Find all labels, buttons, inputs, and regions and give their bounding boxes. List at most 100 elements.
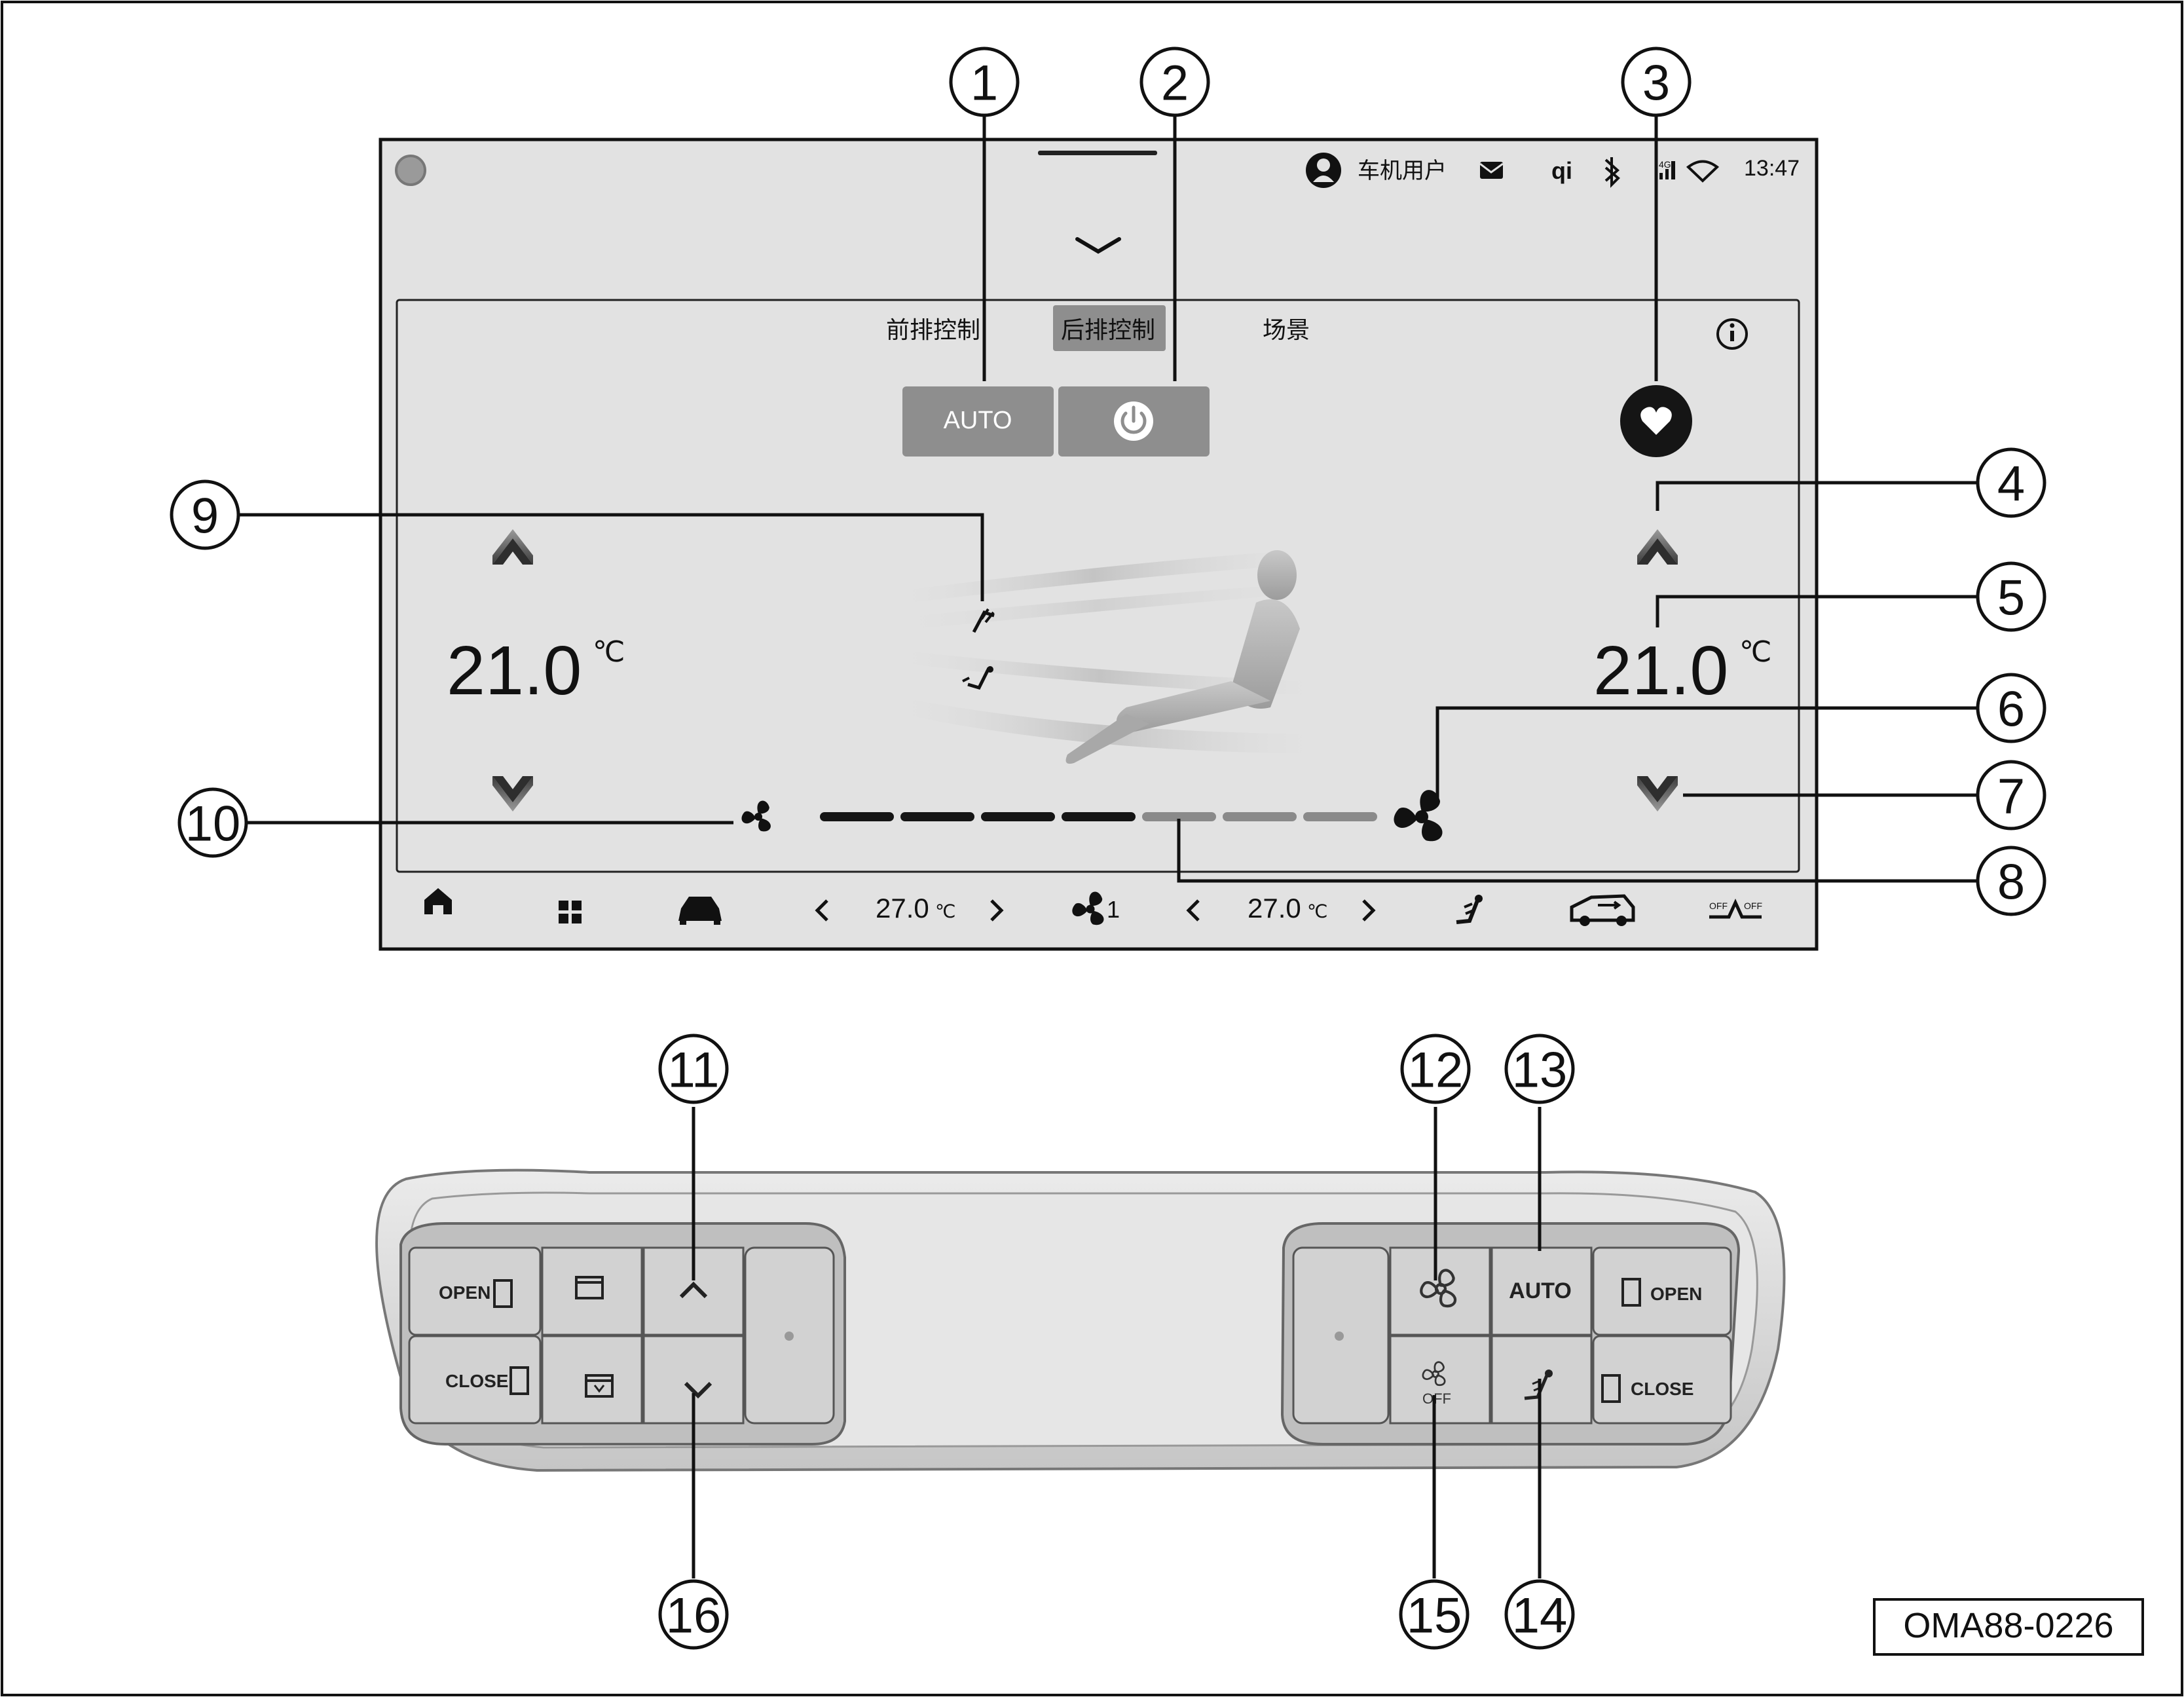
right-temp-unit: ℃ [1739,636,1771,668]
leader-6 [1435,706,1978,804]
leader-4 [1656,481,1978,511]
svg-text:6: 6 [1997,682,2025,737]
auto-button[interactable] [902,386,1054,457]
fan-level-bar[interactable] [820,812,1377,821]
callout-leaders [239,115,1978,1578]
right-temp-increase-chevron-icon[interactable] [1362,899,1376,922]
wifi-icon [1686,160,1720,183]
left-temp-decrease-chevron-icon[interactable] [815,899,828,922]
collapse-chevron-icon[interactable] [1075,237,1121,254]
callout-5: 5 [1976,561,2046,632]
user-label[interactable]: 车机用户 [1358,159,1447,183]
svg-text:1: 1 [971,56,998,111]
svg-text:15: 15 [1407,1588,1462,1644]
left-temp-down-button[interactable] [492,776,533,811]
callout-12: 12 [1400,1034,1471,1104]
svg-text:qi: qi [1551,157,1572,184]
callout-11: 11 [658,1034,729,1104]
dock-right-temp: 27.0 [1248,893,1301,923]
svg-text:8: 8 [1997,855,2025,910]
message-icon[interactable] [1479,162,1504,179]
callout-3: 3 [1621,47,1692,117]
right-temp-decrease-chevron-icon[interactable] [1186,899,1200,922]
callout-6: 6 [1976,673,2046,743]
left-temp-increase-chevron-icon[interactable] [990,899,1004,922]
tab-front[interactable]: 前排控制 [886,316,980,343]
bluetooth-icon [1604,157,1620,188]
recirculation-car-icon[interactable] [1570,894,1635,926]
drag-handle[interactable] [1038,151,1157,155]
svg-text:14: 14 [1512,1588,1568,1644]
right-close-door-icon [1601,1374,1621,1403]
callout-14: 14 [1504,1579,1575,1650]
dock-right-temp-unit: ℃ [1307,901,1327,922]
air-direction-button[interactable] [1490,1335,1593,1425]
info-icon[interactable] [1716,318,1748,350]
apps-grid-icon[interactable] [559,901,582,923]
callout-9: 9 [170,479,240,550]
callout-10: 10 [177,787,248,858]
left-open-button[interactable] [408,1246,542,1336]
callout-15: 15 [1399,1579,1470,1650]
signal-icon: 4G [1659,159,1675,179]
airflow-seat-illustration [884,550,1316,764]
left-close-button[interactable] [408,1335,542,1425]
tab-rear[interactable]: 后排控制 [1061,316,1155,343]
fan-button[interactable] [1389,1246,1491,1336]
svg-text:12: 12 [1408,1043,1464,1098]
left-close-label: CLOSE [445,1371,508,1391]
dock-fan-speed: 1 [1107,896,1120,923]
right-open-label: OPEN [1650,1284,1702,1304]
defrost-off-icon[interactable]: OFF OFF [1709,898,1762,919]
home-icon[interactable] [424,888,452,914]
left-close-door-icon [509,1366,529,1395]
right-close-button[interactable] [1592,1335,1732,1425]
left-temp-unit: ℃ [593,636,625,668]
clock: 13:47 [1744,156,1800,181]
left-light-indicator [785,1332,794,1341]
lower-vent-icon[interactable] [962,666,993,690]
fan-level-segment[interactable] [1062,812,1136,821]
heart-icon [1640,407,1672,435]
svg-text:7: 7 [1997,769,2025,825]
favorite-button[interactable] [1620,385,1692,457]
right-temp-down-button[interactable] [1637,776,1678,811]
seat-vent-icon[interactable] [1456,895,1483,924]
right-open-button[interactable] [1592,1246,1732,1336]
left-open-label: OPEN [439,1282,490,1303]
control-panel [396,299,1800,873]
camera-dot [395,155,426,186]
sunshade-up-button[interactable] [541,1246,643,1336]
fan-level-segment[interactable] [900,812,974,821]
right-open-door-icon [1621,1278,1641,1307]
dock: 27.0 ℃ 1 27.0 ℃ OFF OFF [424,888,1762,929]
right-temp-up-button[interactable] [1637,529,1678,565]
panel-auto-button[interactable] [1490,1246,1593,1336]
tab-scene[interactable]: 场景 [1263,316,1310,343]
car-icon[interactable] [678,897,722,925]
right-light-indicator [1335,1332,1344,1341]
fan-level-segment[interactable] [820,812,894,821]
tab-rear-highlight[interactable] [1053,305,1166,351]
svg-text:9: 9 [191,489,219,544]
left-temp-value: 21.0 [447,632,582,709]
fan-level-segment[interactable] [1303,812,1377,821]
fan-level-segment[interactable] [1223,812,1297,821]
sunshade-down-icon [585,1374,614,1398]
user-avatar-icon[interactable] [1306,153,1341,188]
fan-off-button[interactable] [1389,1335,1491,1425]
fan-level-segment[interactable] [981,812,1055,821]
left-button-cluster: OPEN CLOSE [399,1222,846,1445]
callout-16: 16 [658,1579,729,1650]
fan-level-segment[interactable] [1142,812,1216,821]
svg-text:16: 16 [666,1588,722,1644]
leader-9 [239,513,984,601]
power-icon [1114,401,1153,441]
left-temp-up-button[interactable] [492,529,533,565]
sunshade-up-icon [575,1276,604,1299]
air-direction-icon [1524,1370,1553,1400]
upper-vent-icon[interactable] [972,608,995,633]
svg-text:3: 3 [1642,56,1670,111]
